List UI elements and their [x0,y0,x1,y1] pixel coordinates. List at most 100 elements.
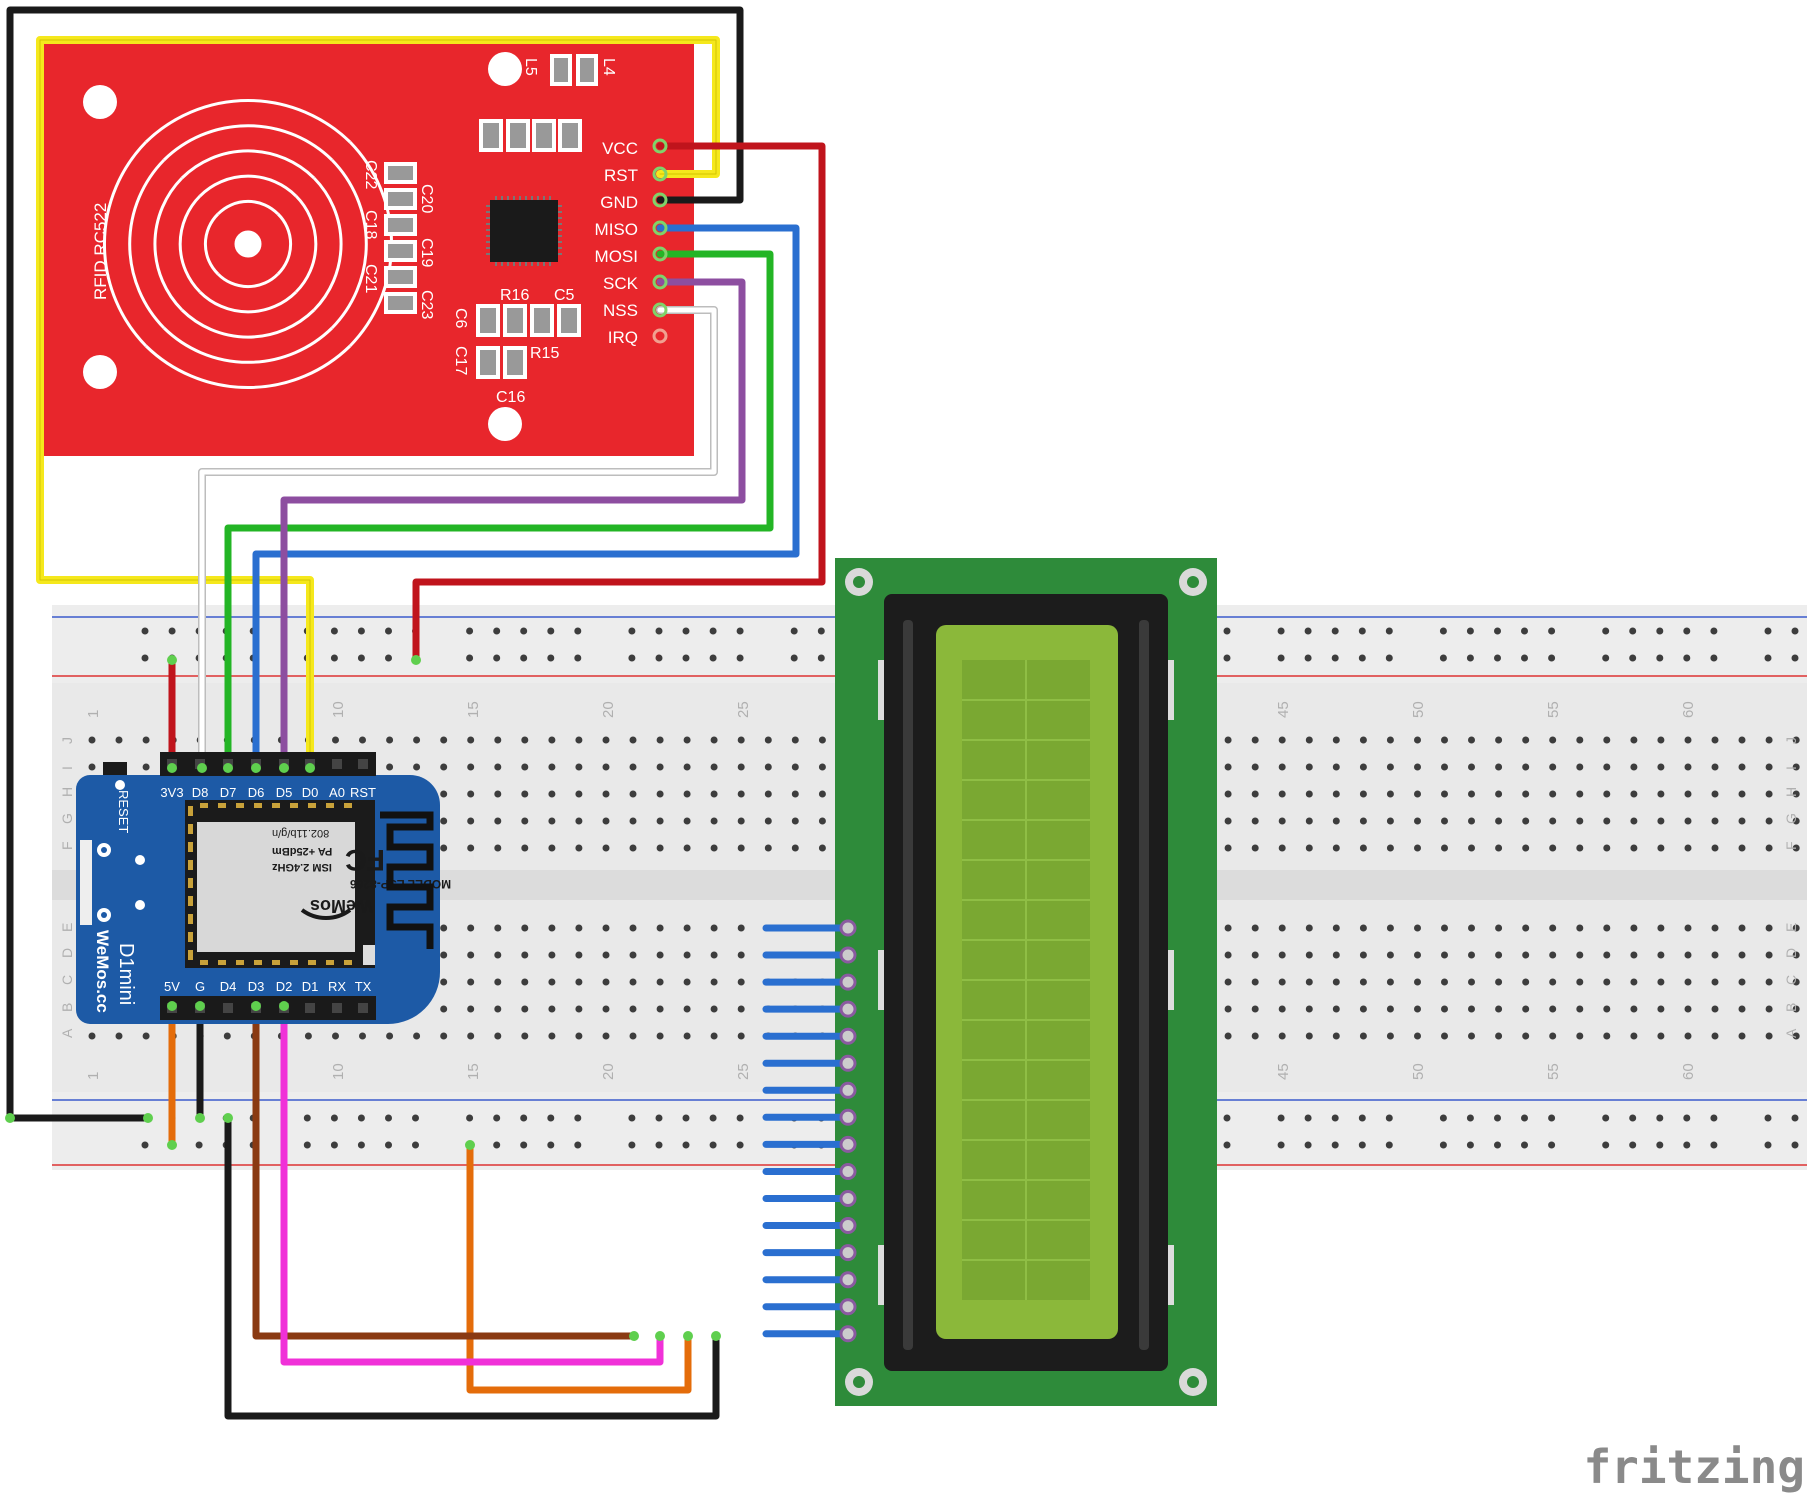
breadboard-hole[interactable] [440,817,448,825]
breadboard-hole[interactable] [1549,1032,1557,1040]
breadboard-hole[interactable] [683,817,691,825]
breadboard-hole[interactable] [1414,817,1421,825]
reset-button[interactable] [103,762,127,775]
breadboard-hole[interactable] [737,1005,745,1013]
breadboard-hole[interactable] [494,763,502,771]
rail-hole[interactable] [357,1114,365,1122]
rail-hole[interactable] [330,654,338,662]
breadboard-hole[interactable] [602,924,610,932]
breadboard-hole[interactable] [602,763,610,771]
breadboard-hole[interactable] [1441,844,1448,852]
breadboard-hole[interactable] [1711,951,1719,959]
breadboard-hole[interactable] [1684,978,1692,986]
breadboard-hole[interactable] [1224,1005,1232,1013]
breadboard-hole[interactable] [602,736,610,744]
breadboard-hole[interactable] [1549,763,1557,771]
breadboard-hole[interactable] [1224,790,1232,798]
lcd-pin[interactable] [839,1325,857,1343]
breadboard-hole[interactable] [1305,924,1313,932]
breadboard-hole[interactable] [737,790,745,798]
rail-hole[interactable] [1385,654,1393,662]
breadboard-hole[interactable] [764,763,772,771]
breadboard-hole[interactable] [1738,924,1746,932]
breadboard-hole[interactable] [1468,736,1475,744]
breadboard-hole[interactable] [575,924,583,932]
breadboard-hole[interactable] [1684,924,1692,932]
breadboard-hole[interactable] [1549,978,1557,986]
breadboard-hole[interactable] [656,1032,664,1040]
breadboard-hole[interactable] [1251,951,1259,959]
rail-hole[interactable] [1548,627,1556,635]
rail-hole[interactable] [1439,654,1447,662]
breadboard-hole[interactable] [1359,951,1367,959]
breadboard-hole[interactable] [656,736,664,744]
breadboard-hole[interactable] [1792,817,1800,825]
breadboard-hole[interactable] [683,736,691,744]
rail-hole[interactable] [141,1141,149,1149]
breadboard-hole[interactable] [602,817,610,825]
breadboard-hole[interactable] [1332,844,1340,852]
breadboard-hole[interactable] [467,790,475,798]
breadboard-hole[interactable] [1765,817,1773,825]
rail-hole[interactable] [1331,654,1339,662]
pin-rst[interactable] [652,166,668,182]
wire-endpoint[interactable] [683,1331,693,1341]
breadboard-hole[interactable] [602,978,610,986]
rail-hole[interactable] [709,1114,717,1122]
breadboard-hole[interactable] [1657,951,1665,959]
breadboard-hole[interactable] [1305,736,1313,744]
breadboard-hole[interactable] [494,817,502,825]
breadboard-hole[interactable] [1332,1005,1340,1013]
breadboard-hole[interactable] [88,736,96,744]
breadboard-hole[interactable] [1549,844,1557,852]
rail-hole[interactable] [1602,1141,1610,1149]
rail-hole[interactable] [520,1114,528,1122]
rail-hole[interactable] [1466,1114,1474,1122]
breadboard-hole[interactable] [1359,736,1367,744]
rail-hole[interactable] [1358,654,1366,662]
rail-hole[interactable] [1277,654,1285,662]
breadboard-hole[interactable] [791,763,799,771]
breadboard-hole[interactable] [1792,924,1800,932]
breadboard-hole[interactable] [1305,844,1313,852]
breadboard-hole[interactable] [737,844,745,852]
rail-hole[interactable] [1602,1114,1610,1122]
rail-hole[interactable] [1277,1114,1285,1122]
breadboard-hole[interactable] [1711,924,1719,932]
breadboard-hole[interactable] [1576,790,1584,798]
rail-hole[interactable] [574,654,582,662]
rail-hole[interactable] [1791,1141,1799,1149]
rail-hole[interactable] [1548,654,1556,662]
rail-hole[interactable] [1710,1114,1718,1122]
breadboard-hole[interactable] [710,844,718,852]
breadboard-hole[interactable] [737,951,745,959]
breadboard-hole[interactable] [548,790,556,798]
rail-hole[interactable] [195,1141,203,1149]
breadboard-hole[interactable] [1630,1032,1638,1040]
breadboard-hole[interactable] [521,1032,529,1040]
breadboard-hole[interactable] [710,924,718,932]
breadboard-hole[interactable] [1522,978,1530,986]
breadboard-hole[interactable] [1738,951,1746,959]
breadboard-hole[interactable] [764,790,772,798]
breadboard-hole[interactable] [494,790,502,798]
rail-hole[interactable] [547,1114,555,1122]
breadboard-hole[interactable] [1386,978,1394,986]
breadboard-hole[interactable] [1657,736,1665,744]
breadboard-hole[interactable] [1414,763,1421,771]
rail-hole[interactable] [709,627,717,635]
breadboard-hole[interactable] [1359,1032,1367,1040]
breadboard-hole[interactable] [1765,1005,1773,1013]
rail-hole[interactable] [493,1141,501,1149]
rail-hole[interactable] [1358,627,1366,635]
rail-hole[interactable] [1683,654,1691,662]
rail-hole[interactable] [330,1141,338,1149]
breadboard-hole[interactable] [1576,951,1584,959]
breadboard-hole[interactable] [1441,817,1448,825]
breadboard-hole[interactable] [1576,736,1584,744]
rail-hole[interactable] [303,1141,311,1149]
breadboard-hole[interactable] [1630,1005,1638,1013]
rail-hole[interactable] [357,654,365,662]
rail-hole[interactable] [1656,627,1664,635]
breadboard-hole[interactable] [602,1005,610,1013]
